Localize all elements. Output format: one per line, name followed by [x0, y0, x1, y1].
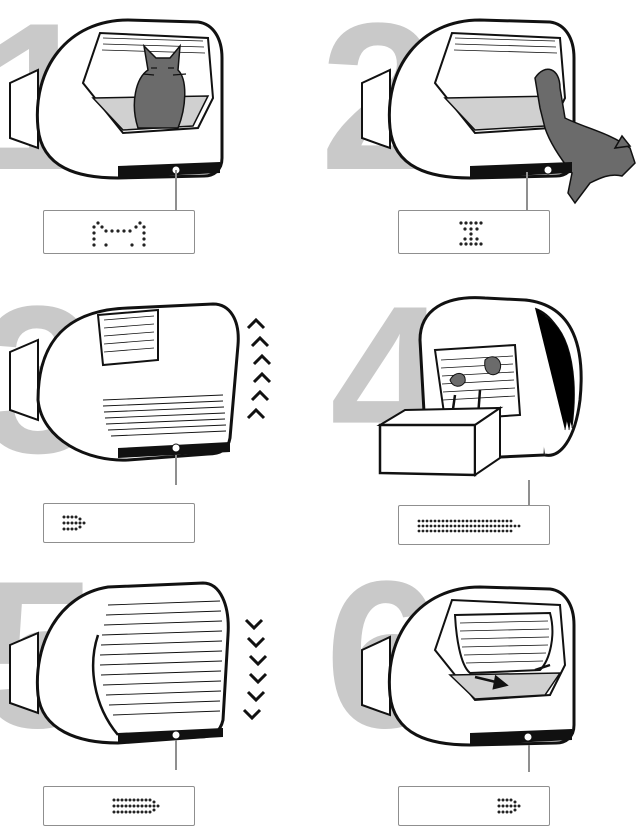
display-leader-line: [175, 740, 177, 770]
display-leader-line: [526, 172, 528, 210]
step-panel-6: 6: [320, 550, 640, 825]
step-panel-1: 1: [0, 0, 320, 275]
display-leader-line: [175, 170, 177, 210]
status-display: [43, 210, 195, 254]
status-display: [43, 786, 195, 826]
litter-box-device: [360, 8, 640, 208]
arrow-short-dots-right-icon: [399, 787, 549, 825]
status-display: [398, 210, 550, 254]
step-panel-5: 5: [0, 550, 320, 825]
display-leader-line: [175, 455, 177, 485]
step-panel-2: 2: [320, 0, 640, 275]
status-display: [398, 786, 550, 826]
litter-box-device: [8, 575, 288, 750]
step-panel-4: 4: [320, 275, 640, 550]
arrow-medium-dots-icon: [44, 787, 194, 825]
litter-box-device: [375, 290, 615, 490]
display-leader-line: [528, 745, 530, 772]
litter-box-device: [8, 290, 288, 470]
litter-box-device: [360, 575, 585, 750]
hourglass-dots-icon: [399, 211, 549, 253]
step-panel-3: 3: [0, 275, 320, 550]
display-leader-line: [528, 480, 530, 505]
litter-box-device: [8, 8, 233, 188]
cat-face-dots-icon: [44, 211, 194, 253]
